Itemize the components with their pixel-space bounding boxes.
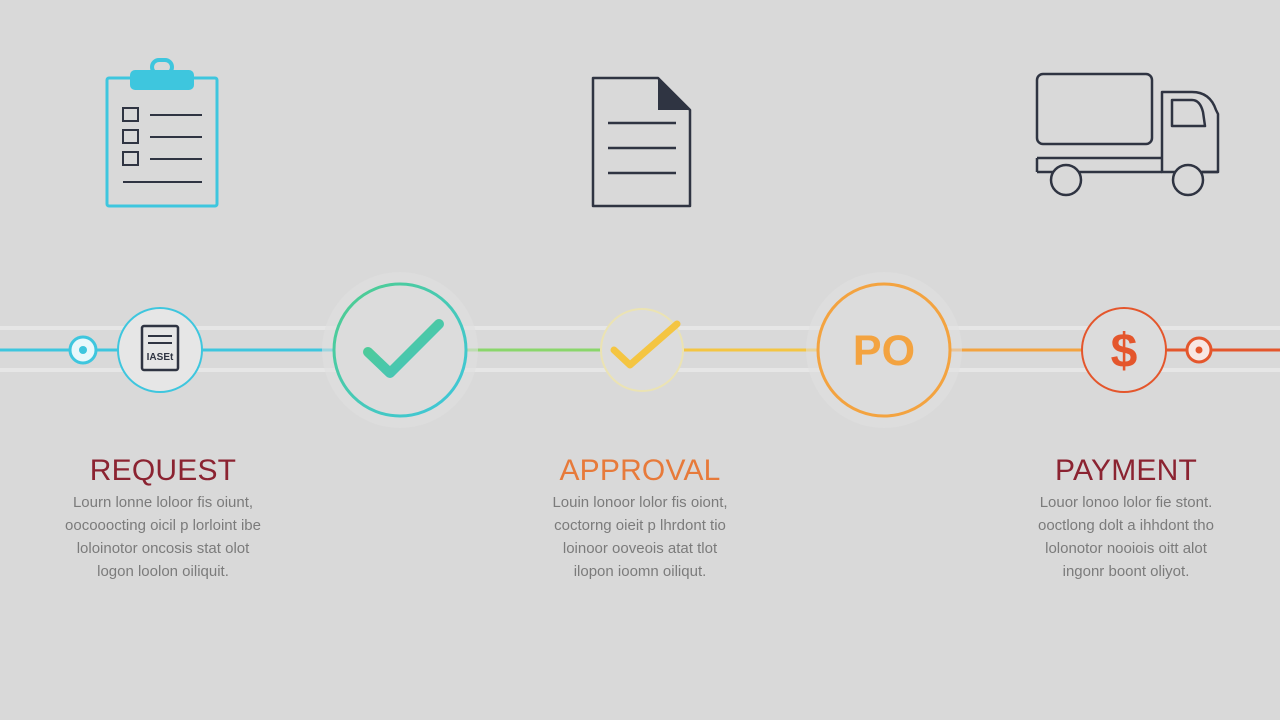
payment-node-label: $: [1111, 325, 1138, 378]
approval-step-description: Louin lonoor lolor fis oiont, coctorng o…: [510, 491, 770, 583]
payment-description-line: Louor lonoo lolor fie stont.: [1039, 494, 1213, 511]
approval-description-line: loinoor ooveois atat tlot: [562, 540, 718, 557]
request-description-line: loloinotor oncosis stat olot: [76, 540, 250, 557]
start-dot-node: [68, 335, 98, 365]
invoice-node: IASEt: [117, 307, 203, 393]
payment-description-line: ooctlong dolt a ihhdont tho: [1038, 517, 1214, 534]
request-description-line: oocooocting oicil p lorloint ibe: [65, 517, 261, 534]
purchase-order-node-label: PO: [853, 327, 915, 375]
request-description-line: logon loolon oiliquit.: [97, 563, 229, 580]
request-step-description: Lourn lonne loloor fis oiunt, oocoooctin…: [33, 491, 293, 583]
end-dot-node: [1185, 336, 1213, 364]
purchase-order-node: PO: [806, 272, 962, 428]
approval-description-line: coctorng oieit p lhrdont tio: [554, 517, 726, 534]
approval-step-title: APPROVAL: [559, 454, 721, 487]
pending-check-node: [600, 308, 684, 392]
document-icon: [591, 76, 692, 208]
approval-description-line: Louin lonoor lolor fis oiont,: [552, 494, 728, 511]
delivery-truck-icon: [1035, 72, 1220, 197]
payment-node: $: [1081, 307, 1167, 393]
payment-step-description: Louor lonoo lolor fie stont. ooctlong do…: [996, 491, 1256, 583]
request-step-title: REQUEST: [89, 454, 237, 487]
payment-description-line: lolonotor nooiois oitt alot: [1045, 540, 1207, 557]
clipboard-checklist-icon: [105, 58, 219, 208]
payment-step-title: PAYMENT: [1055, 454, 1197, 487]
request-description-line: Lourn lonne loloor fis oiunt,: [72, 494, 254, 511]
approval-description-line: ilopon ioomn oiliqut.: [573, 563, 707, 580]
payment-description-line: ingonr boont oliyot.: [1062, 563, 1190, 580]
approved-check-node: [322, 272, 478, 428]
timeline-track: IASEt PO $: [0, 272, 1280, 428]
invoice-node-label: IASEt: [147, 352, 174, 363]
